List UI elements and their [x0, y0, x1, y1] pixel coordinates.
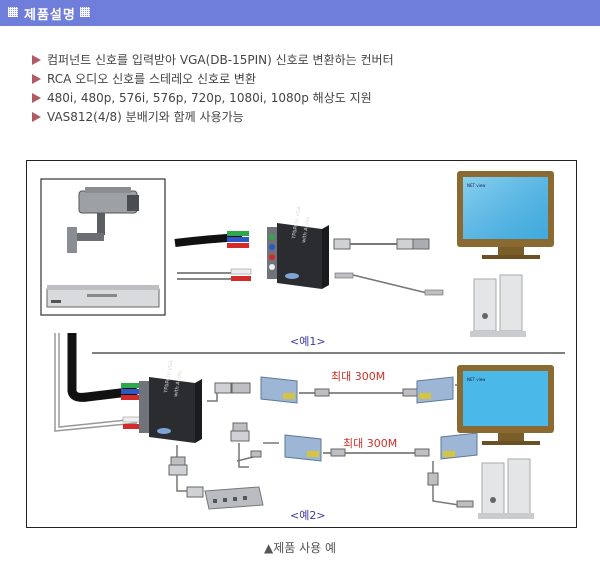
component-cable-1 [174, 231, 252, 281]
feature-item: VAS812(4/8) 분배기와 함께 사용가능 [32, 108, 394, 127]
figure-caption: ▲제품 사용 예 [263, 541, 337, 555]
feature-item: 컴퍼넌트 신호를 입력받아 VGA(DB-15PIN) 신호로 변환하는 컨버터 [32, 51, 394, 70]
feature-list: 컴퍼넌트 신호를 입력받아 VGA(DB-15PIN) 신호로 변환하는 컨버터… [32, 51, 394, 127]
feature-item: RCA 오디오 신호를 스테레오 신호로 변환 [32, 70, 394, 89]
balun-device-3 [284, 434, 322, 462]
pattern-icon [80, 7, 90, 17]
diagram-illustration: YPbPr to VGA with Audio NET view [40, 171, 565, 519]
triangle-bullet-icon [32, 93, 41, 103]
example-1-label: <예1> [290, 335, 326, 348]
svg-text:YPbPr to VGA: YPbPr to VGA [291, 205, 303, 240]
balun-device-2 [416, 376, 454, 404]
speaker-icon [470, 274, 526, 337]
svg-text:NET view: NET view [467, 183, 486, 188]
feature-item: 480i, 480p, 576i, 576p, 720p, 1080i, 108… [32, 89, 394, 108]
monitor-icon: NET view [457, 365, 554, 445]
dvd-player-icon [46, 285, 160, 308]
balun-device-4 [440, 432, 478, 460]
converter-device-2: YPbPr to VGA with Audio [139, 359, 202, 443]
converter-device-1: YPbPr to VGA with Audio [267, 205, 329, 289]
svg-text:with Audio: with Audio [301, 216, 311, 243]
svg-text:YPbPr to VGA: YPbPr to VGA [163, 359, 175, 394]
camera-icon [67, 187, 139, 253]
svg-text:with Audio: with Audio [173, 370, 183, 397]
balun-device-1 [260, 376, 298, 404]
distributor-device [204, 486, 264, 510]
section-header: 제품설명 [0, 0, 600, 26]
triangle-bullet-icon [32, 112, 41, 122]
svg-text:NET view: NET view [467, 377, 486, 382]
distance-label-2: 최대 300M [343, 437, 398, 450]
source-devices [40, 178, 166, 316]
example-2-label: <예2> [290, 509, 326, 522]
vga-cable-1 [333, 238, 430, 250]
monitor-icon: NET view [457, 171, 554, 259]
triangle-bullet-icon [32, 74, 41, 84]
distance-label-1: 최대 300M [331, 370, 386, 383]
section-title: 제품설명 [24, 8, 76, 23]
triangle-bullet-icon [32, 55, 41, 65]
speaker-icon [478, 458, 534, 519]
usage-diagram: YPbPr to VGA with Audio NET view [26, 160, 577, 528]
audio-cable-1 [334, 272, 444, 296]
pattern-icon [8, 7, 18, 17]
